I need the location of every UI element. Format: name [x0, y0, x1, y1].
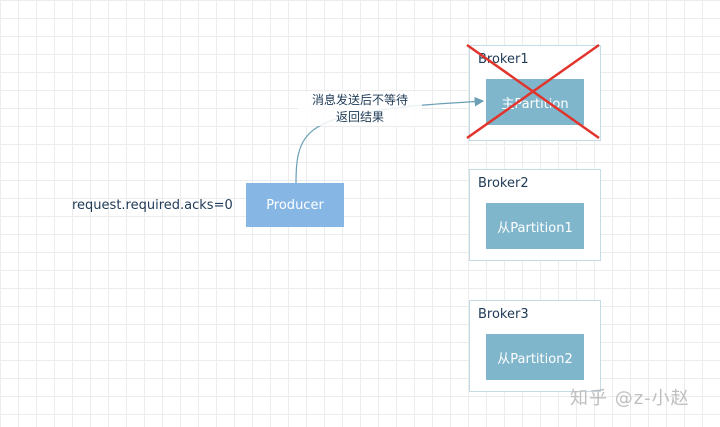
- follower-partition-1: 从Partition1: [486, 203, 584, 249]
- watermark: 知乎 @z-小赵: [570, 388, 690, 409]
- failure-cross-line-2: [466, 43, 600, 140]
- message-line-1: 消息发送后不等待: [311, 93, 408, 107]
- follower-partition-2: 从Partition2: [486, 334, 584, 380]
- broker-1-label: Broker1: [478, 52, 529, 67]
- producer-node: Producer: [246, 183, 344, 227]
- broker-1: Broker1 主Partition: [469, 45, 601, 141]
- broker-3-label: Broker3: [478, 307, 529, 322]
- broker-2-label: Broker2: [478, 176, 529, 191]
- acks-config-label: request.required.acks=0: [72, 198, 233, 213]
- message-annotation: 消息发送后不等待 返回结果: [298, 92, 422, 126]
- broker-2: Broker2 从Partition1: [469, 169, 601, 261]
- broker-3: Broker3 从Partition2: [469, 300, 601, 392]
- message-line-2: 返回结果: [335, 110, 384, 124]
